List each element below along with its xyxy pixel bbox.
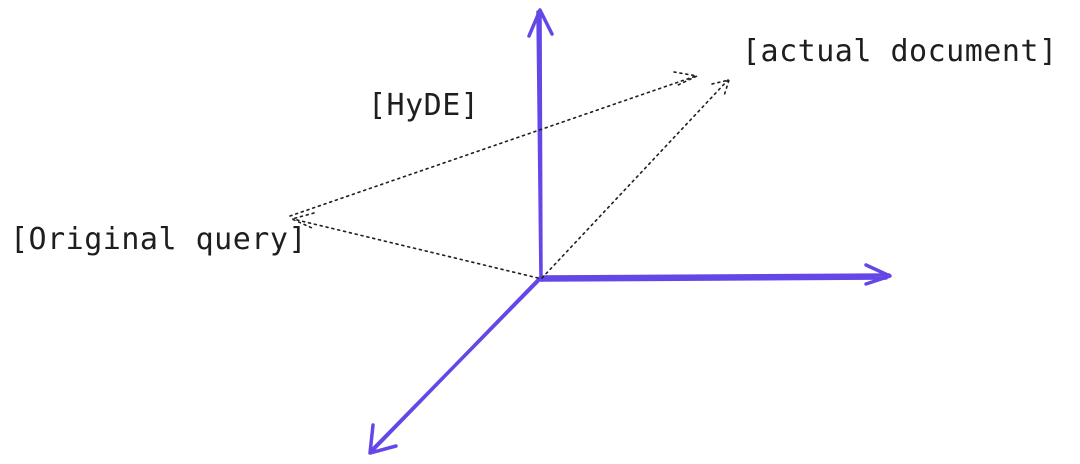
- dotted-vectors: [289, 71, 731, 279]
- actual-document-vector: [541, 79, 729, 279]
- axes: [368, 8, 892, 455]
- hyde-arrowhead: [673, 71, 700, 86]
- z-axis-arrowhead: [368, 423, 398, 455]
- hyde-vector: [289, 75, 697, 217]
- actual-document-arrowhead: [711, 78, 731, 97]
- original-query-vector: [292, 218, 539, 279]
- x-axis-arrowhead: [864, 263, 892, 286]
- original-query-label: [Original query]: [10, 222, 307, 257]
- x-axis: [539, 273, 891, 282]
- hyde-label: [HyDE]: [368, 88, 480, 123]
- y-axis-arrowhead: [527, 8, 554, 38]
- z-axis: [369, 276, 542, 454]
- actual-document-label: [actual document]: [742, 34, 1058, 69]
- original-query-arrowhead: [289, 212, 315, 229]
- y-axis: [536, 10, 543, 282]
